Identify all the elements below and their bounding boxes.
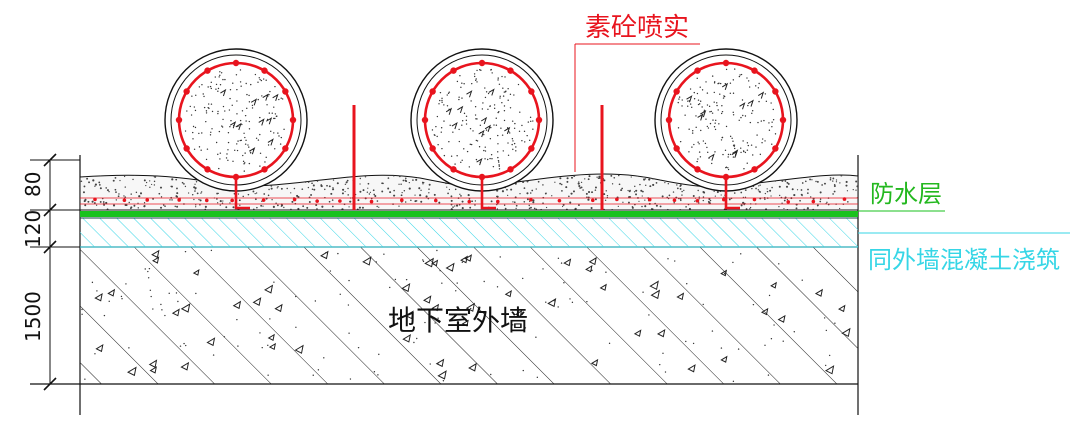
- dimension-chain: 80 120 1500: [21, 153, 80, 391]
- pipe-left: [164, 48, 308, 210]
- shotcrete-label: 素砼喷实: [585, 13, 689, 43]
- pipe-middle: [410, 48, 554, 210]
- pipes-group: [164, 48, 798, 210]
- pipe-right: [654, 48, 798, 210]
- waterproof-membrane: [80, 211, 858, 217]
- basement-wall-layer: [80, 247, 858, 384]
- basement-wall-label: 地下室外墙: [388, 304, 528, 337]
- dimension-1500: 1500: [21, 291, 45, 342]
- waterproof-label: 防水层: [870, 180, 942, 208]
- cast-concrete-layer: [80, 218, 858, 247]
- dimension-120: 120: [21, 210, 45, 248]
- cast-concrete-label: 同外墙混凝土浇筑: [868, 246, 1060, 274]
- dimension-80: 80: [21, 172, 45, 197]
